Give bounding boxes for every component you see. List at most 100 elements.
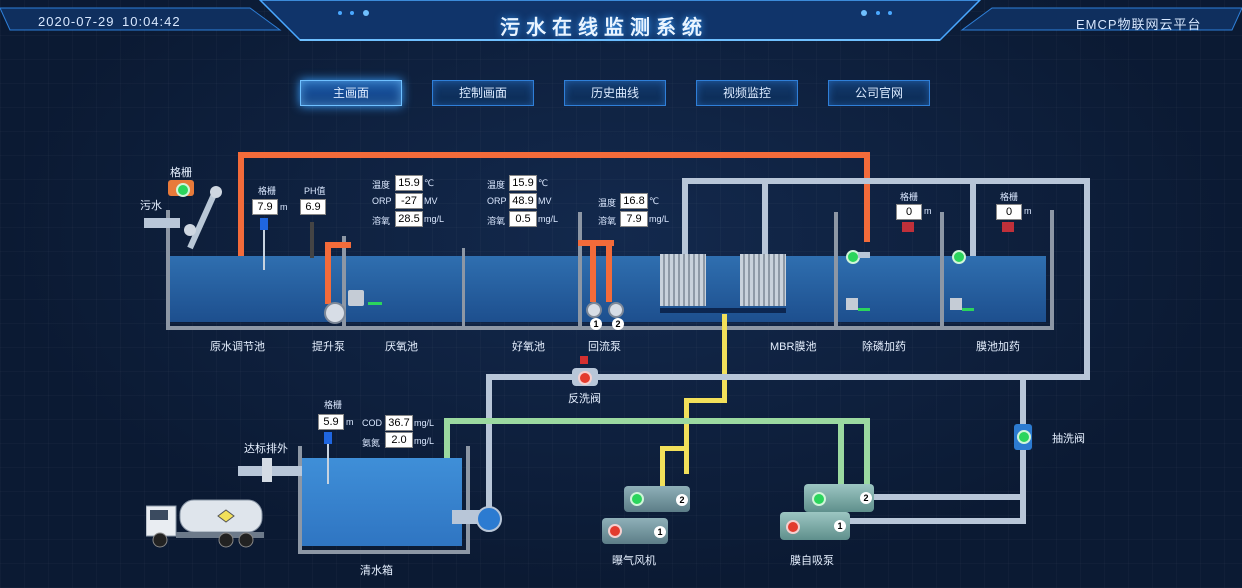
- return-pipe-v1: [590, 246, 596, 302]
- blower-1-status[interactable]: [608, 524, 622, 538]
- mem-mixer-icon: [962, 300, 974, 311]
- ana-do-name: 溶氧: [372, 216, 391, 226]
- mbr-water-pipe: [682, 178, 1090, 184]
- mbr-membrane-1: [660, 254, 706, 306]
- mem-level-value: 0: [996, 204, 1022, 220]
- ana-temp-value: 15.9: [395, 175, 423, 191]
- air-pipe-v: [684, 398, 689, 474]
- return-pipe-h: [578, 240, 614, 246]
- clear-water: [302, 458, 462, 546]
- mbr-water-drop2: [762, 178, 768, 256]
- return-pipe-v2: [606, 246, 612, 302]
- phos-label: 除磷加药: [862, 341, 906, 353]
- ret-temp-unit: ℃: [649, 196, 660, 206]
- lift-pipe-h: [325, 242, 351, 248]
- wall-5: [940, 212, 944, 326]
- grille-conveyor-icon: [184, 186, 222, 250]
- phos-mixer-motor: [846, 298, 858, 310]
- raw-level-unit: m: [280, 202, 288, 212]
- nav-main[interactable]: 主画面: [300, 80, 402, 106]
- blower-2-status[interactable]: [630, 492, 644, 506]
- blower-2-number: 2: [676, 494, 688, 506]
- clear-level-probe: [327, 444, 329, 484]
- sludge-return-pipe: [238, 152, 870, 158]
- mem-mixer-motor: [950, 298, 962, 310]
- self-pump-1-number: 1: [834, 520, 846, 532]
- raw-level-name: 格栅: [258, 186, 277, 196]
- raw-level-probe: [263, 230, 265, 270]
- phos-pipe: [858, 252, 870, 258]
- clean-water-pipe: [444, 418, 870, 424]
- ret-temp-value: 16.8: [620, 193, 648, 209]
- air-pipe-h: [684, 398, 727, 403]
- grille-status[interactable]: [176, 183, 190, 197]
- return-pump-2-icon[interactable]: [608, 302, 624, 318]
- discharge-label: 达标排外: [244, 443, 288, 455]
- nh3-name: 氨氮: [362, 438, 381, 448]
- page-title: 污水在线监测系统: [500, 17, 708, 39]
- raw-level-value: 7.9: [252, 199, 278, 215]
- grille-label: 格栅: [170, 167, 192, 179]
- blower-1-number: 1: [654, 526, 666, 538]
- phos-level-unit: m: [924, 206, 932, 216]
- nav-video[interactable]: 视频监控: [696, 80, 798, 106]
- pumpout-pipe-h2: [850, 518, 1026, 524]
- main-tank: [166, 210, 1054, 330]
- ana-do-value: 28.5: [395, 211, 423, 227]
- aer-do-value: 0.5: [509, 211, 537, 227]
- return-pump-1-icon[interactable]: [586, 302, 602, 318]
- ph-value: 6.9: [300, 199, 326, 215]
- lift-pipe-v: [325, 242, 331, 304]
- sewage-label: 污水: [140, 200, 162, 212]
- ana-orp-unit: MV: [424, 196, 438, 206]
- pumpout-valve-status[interactable]: [1017, 430, 1031, 444]
- mbr-aeration-bar: [660, 308, 786, 313]
- backwash-valve-status[interactable]: [578, 371, 592, 385]
- nav-company[interactable]: 公司官网: [828, 80, 930, 106]
- wall-1: [342, 236, 346, 326]
- ana-temp-name: 温度: [372, 180, 391, 190]
- aer-temp-value: 15.9: [509, 175, 537, 191]
- self-pump-2-status[interactable]: [812, 492, 826, 506]
- nh3-value: 2.0: [385, 432, 413, 448]
- backwash-pipe: [486, 374, 1090, 380]
- mem-level-sensor: [1002, 222, 1014, 232]
- mem-pump-status[interactable]: [952, 250, 966, 264]
- backwash-pipe-down: [486, 374, 492, 516]
- mem-dose-pipe: [970, 182, 976, 256]
- aer-temp-name: 温度: [487, 180, 506, 190]
- cod-name: COD: [362, 418, 382, 428]
- clear-pump-icon[interactable]: [476, 506, 502, 532]
- ana-do-unit: mg/L: [424, 214, 445, 224]
- header-frame: [0, 0, 1242, 41]
- raw-level-sensor: [260, 218, 268, 230]
- return-pump-2-number: 2: [612, 318, 624, 330]
- nav-history[interactable]: 历史曲线: [564, 80, 666, 106]
- aer-orp-unit: MV: [538, 196, 552, 206]
- self-priming-label: 膜自吸泵: [790, 555, 834, 567]
- ret-do-unit: mg/L: [649, 214, 670, 224]
- ret-do-value: 7.9: [620, 211, 648, 227]
- blower-label: 曝气风机: [612, 555, 656, 567]
- header-date: 2020-07-29: [38, 14, 115, 29]
- discharge-valve-icon[interactable]: [262, 458, 272, 482]
- lift-pump-icon[interactable]: [324, 302, 346, 324]
- aer-orp-value: 48.9: [509, 193, 537, 209]
- ana-orp-value: -27: [395, 193, 423, 209]
- header-time: 10:04:42: [122, 14, 181, 29]
- anaerobic-mixer-icon: [368, 292, 382, 305]
- nav-control[interactable]: 控制画面: [432, 80, 534, 106]
- backwash-valve-actuator: [580, 356, 588, 364]
- cod-value: 36.7: [385, 415, 413, 431]
- anaerobic-mixer-motor: [348, 290, 364, 306]
- clear-water-tank: [298, 446, 470, 554]
- wall-3: [578, 212, 582, 326]
- clear-pump-pipe: [452, 510, 480, 524]
- aerobic-label: 好氧池: [512, 341, 545, 353]
- air-pipe-h2: [660, 446, 688, 451]
- self-pump-1-status[interactable]: [786, 520, 800, 534]
- ana-temp-unit: ℃: [424, 178, 435, 188]
- pumpout-pipe: [1020, 380, 1026, 524]
- nh3-unit: mg/L: [414, 436, 435, 446]
- aer-temp-unit: ℃: [538, 178, 549, 188]
